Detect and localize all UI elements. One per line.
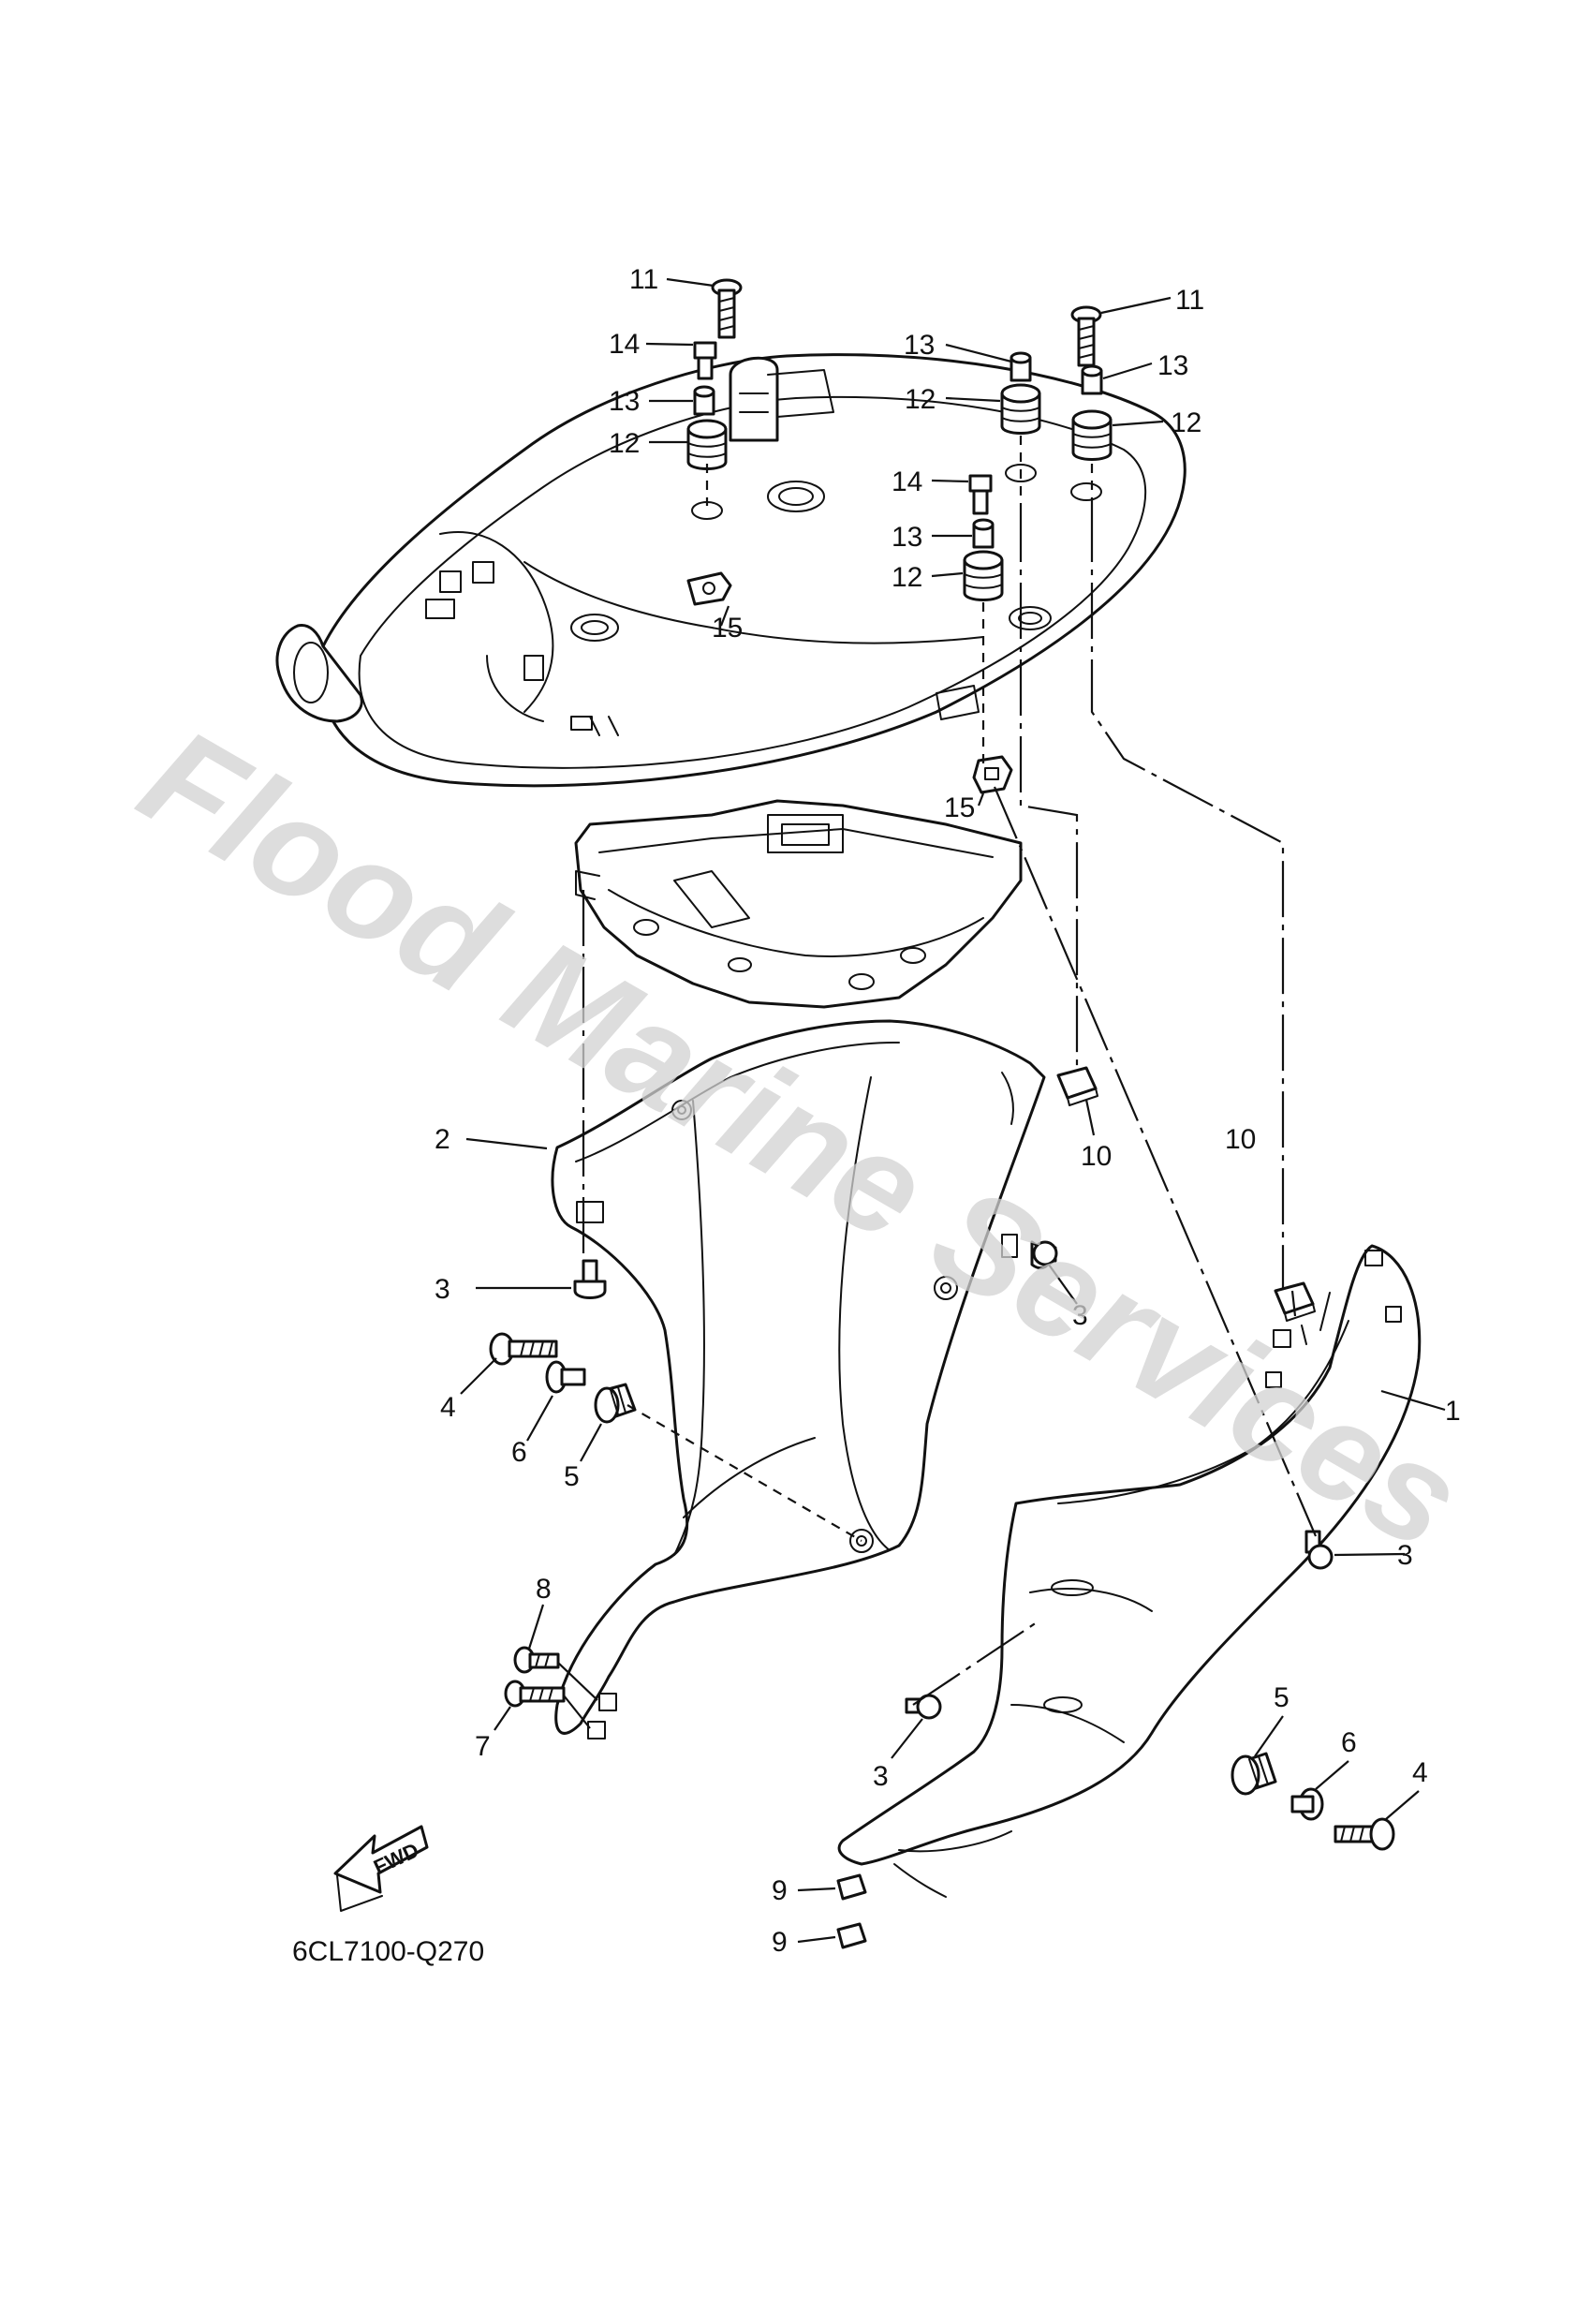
nut-9-lower <box>836 1922 867 1949</box>
callout-10-right: 10 <box>1225 1124 1256 1155</box>
callout-9-upper: 9 <box>772 1875 788 1906</box>
callout-12-b: 12 <box>1171 407 1201 438</box>
callout-13-c: 13 <box>609 386 640 417</box>
collar-13-a <box>1010 351 1032 382</box>
screw-3-center <box>1030 1240 1058 1270</box>
nut-10-center <box>1056 1066 1098 1106</box>
hardware-parts <box>489 278 1395 1949</box>
callout-3-center: 3 <box>1072 1300 1088 1331</box>
callout-4-right: 4 <box>1412 1757 1428 1788</box>
callout-3-left: 3 <box>435 1274 450 1305</box>
callout-11-left: 11 <box>629 264 658 295</box>
bottom-cowling-shell <box>275 353 1186 788</box>
bolt-14-right <box>968 474 993 515</box>
callout-7: 7 <box>475 1731 491 1762</box>
callout-5-left: 5 <box>564 1461 580 1492</box>
assembly-lines <box>557 436 1318 1729</box>
callout-9-lower: 9 <box>772 1927 788 1958</box>
callout-13-b: 13 <box>1157 350 1188 381</box>
callout-1: 1 <box>1445 1396 1461 1427</box>
bolt-8 <box>513 1646 560 1674</box>
callout-3-right: 3 <box>1397 1540 1413 1571</box>
grommet-12-d <box>963 550 1004 601</box>
callout-12-c: 12 <box>609 428 640 459</box>
fwd-direction-arrow: FWD <box>333 1825 429 1912</box>
callout-3-bottom: 3 <box>873 1761 889 1792</box>
callout-14-right: 14 <box>892 466 922 497</box>
grommet-5-left <box>594 1383 637 1424</box>
grommet-12-a <box>1000 383 1041 435</box>
bolt-7 <box>504 1680 566 1708</box>
collar-6-right <box>1290 1787 1324 1821</box>
callout-6-left: 6 <box>511 1437 527 1468</box>
callout-6-right: 6 <box>1341 1727 1357 1758</box>
screw-3-left <box>573 1259 607 1299</box>
collar-13-d <box>972 518 995 549</box>
grommet-5-right <box>1231 1752 1277 1796</box>
screw-11-left <box>711 278 743 339</box>
callout-12-a: 12 <box>905 384 936 415</box>
grommet-12-b <box>1071 409 1113 461</box>
callout-10-center: 10 <box>1081 1141 1112 1172</box>
clip-15-lower <box>972 755 1013 794</box>
bolt-4-left <box>489 1332 558 1366</box>
screw-3-bottom <box>905 1694 942 1720</box>
lower-cowling-port-part-2 <box>551 1019 1046 1739</box>
callout-15-lower: 15 <box>944 792 975 823</box>
diagram-code: 6CL7100-Q270 <box>292 1936 484 1967</box>
callout-12-d: 12 <box>892 562 922 593</box>
bolt-4-right <box>1334 1817 1395 1851</box>
nut-10-right <box>1274 1281 1316 1322</box>
callout-11-right: 11 <box>1175 285 1204 316</box>
engine-base-mount <box>574 799 1023 1009</box>
callout-13-a: 13 <box>904 330 935 361</box>
callout-15-upper: 15 <box>712 613 743 644</box>
collar-6-left <box>545 1360 586 1394</box>
nut-9-upper <box>836 1873 867 1901</box>
leader-lines <box>460 277 1446 1944</box>
callout-8: 8 <box>536 1574 552 1605</box>
lower-cowling-starboard-part-1 <box>837 1244 1422 1898</box>
screw-11-right <box>1070 305 1102 367</box>
callout-4-left: 4 <box>440 1392 456 1423</box>
collar-13-c <box>693 385 715 416</box>
collar-13-b <box>1081 364 1103 395</box>
callout-5-right: 5 <box>1274 1682 1290 1713</box>
callout-labels: 11 11 13 13 13 13 14 14 12 12 12 12 15 1… <box>435 264 1461 1958</box>
grommet-12-c <box>686 419 728 470</box>
bolt-14-left <box>693 341 717 380</box>
callout-14-left: 14 <box>609 329 640 360</box>
callout-13-d: 13 <box>892 522 922 553</box>
callout-2: 2 <box>435 1124 450 1155</box>
